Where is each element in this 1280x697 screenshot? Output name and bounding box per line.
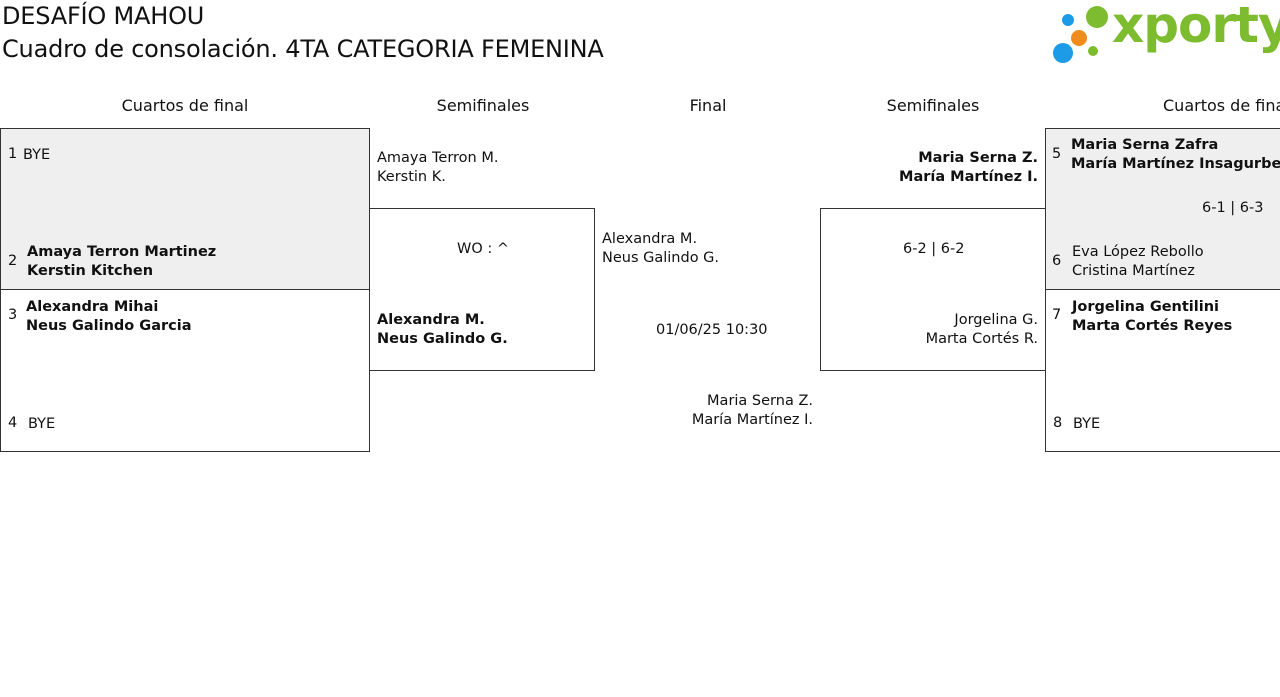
player-name: BYE [28, 416, 56, 432]
player-name: Alexandra M. [602, 231, 698, 247]
player-name: María Martínez I. [691, 412, 813, 428]
player-name: Eva López Rebollo [1072, 244, 1204, 260]
player-name: María Martínez I. [899, 169, 1038, 185]
player-name: Kerstin Kitchen [27, 263, 154, 279]
column-header-sf-right: Semifinales [886, 96, 980, 115]
player-name: Jorgelina G. [954, 312, 1038, 328]
player-name: Kerstin K. [377, 169, 446, 185]
match-box-qf-4[interactable] [1045, 289, 1280, 452]
player-name: Jorgelina Gentilini [1072, 299, 1220, 315]
match-box-qf-3[interactable] [1045, 128, 1280, 290]
column-header-sf-left: Semifinales [436, 96, 530, 115]
logo-text: xporty [1112, 0, 1280, 54]
player-name: Alexandra M. [377, 312, 485, 328]
match-box-qf-1[interactable] [0, 128, 370, 290]
player-name: Maria Serna Z. [707, 393, 813, 409]
player-name: BYE [23, 147, 51, 163]
player-name: BYE [1073, 416, 1101, 432]
match-box-sf-left[interactable] [369, 208, 595, 371]
seed-number: 8 [1053, 415, 1063, 431]
player-name: Marta Cortés R. [925, 331, 1038, 347]
column-header-qf-left: Cuartos de final [121, 96, 249, 115]
draw-subtitle: Cuadro de consolación. 4TA CATEGORIA FEM… [2, 35, 604, 63]
tournament-title: DESAFÍO MAHOU [2, 2, 205, 30]
player-name: Amaya Terron Martinez [27, 244, 217, 260]
player-name: Neus Galindo Garcia [26, 318, 192, 334]
seed-number: 6 [1052, 253, 1062, 269]
player-name: Maria Serna Zafra [1071, 137, 1219, 153]
player-name: Alexandra Mihai [26, 299, 159, 315]
player-name: María Martínez Insagurbe [1071, 156, 1280, 172]
seed-number: 3 [8, 307, 18, 323]
seed-number: 5 [1052, 146, 1062, 162]
seed-number: 7 [1052, 307, 1062, 323]
match-datetime: 01/06/25 10:30 [656, 322, 768, 338]
seed-number: 4 [8, 415, 18, 431]
player-name: Amaya Terron M. [377, 150, 499, 166]
match-score: WO : ^ [457, 241, 510, 257]
match-score: 6-1 | 6-3 [1202, 200, 1264, 216]
logo-dots-icon [1053, 6, 1108, 63]
player-name: Maria Serna Z. [918, 150, 1038, 166]
player-name: Cristina Martínez [1072, 263, 1195, 279]
player-name: Neus Galindo G. [377, 331, 508, 347]
seed-number: 2 [8, 253, 18, 269]
player-name: Neus Galindo G. [602, 250, 720, 266]
player-name: Marta Cortés Reyes [1072, 318, 1233, 334]
xporty-logo[interactable]: xporty [1050, 0, 1280, 68]
column-header-final: Final [689, 96, 727, 115]
match-score: 6-2 | 6-2 [903, 241, 965, 257]
column-header-qf-right: Cuartos de final [1163, 96, 1280, 115]
seed-number: 1 [8, 146, 18, 162]
